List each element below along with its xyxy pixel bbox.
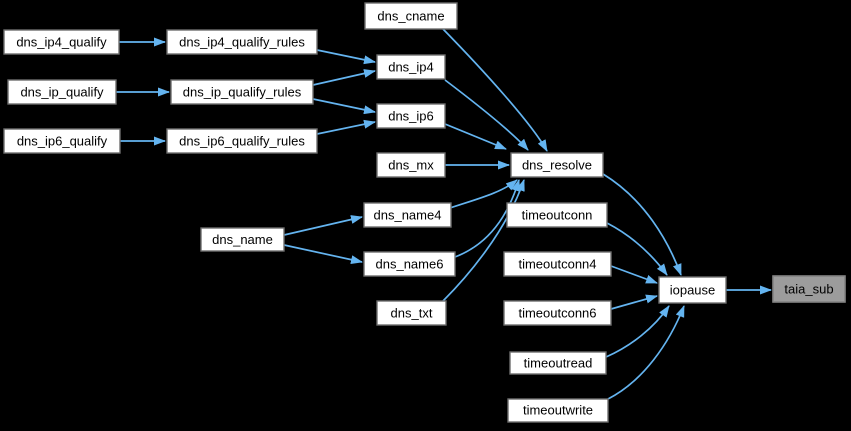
- edge-dns_ip_qualify_rules-dns_ip6: [312, 98, 376, 115]
- edge-timeoutwrite-iopause: [607, 305, 685, 400]
- node-box: [509, 351, 607, 375]
- node-timeoutconn[interactable]: timeoutconn: [506, 202, 608, 228]
- node-dns_ip_qualify[interactable]: dns_ip_qualify: [7, 79, 117, 105]
- node-dns_ip6[interactable]: dns_ip6: [376, 103, 446, 129]
- node-dns_ip6_qualify_rules[interactable]: dns_ip6_qualify_rules: [166, 128, 318, 154]
- node-dns_ip4_qualify_rules[interactable]: dns_ip4_qualify_rules: [166, 29, 318, 55]
- node-dns_name6[interactable]: dns_name6: [363, 251, 456, 277]
- edge-dns_ip6_qualify_rules-dns_ip6: [316, 119, 376, 135]
- node-dns_name[interactable]: dns_name: [200, 227, 285, 252]
- edge-layer: [116, 28, 772, 400]
- edge-dns_txt-dns_resolve: [442, 179, 525, 302]
- edge-timeoutconn-iopause: [606, 222, 668, 276]
- edge-dns_name6-dns_resolve: [454, 179, 521, 258]
- node-box: [376, 54, 446, 80]
- node-box: [200, 227, 285, 252]
- node-box: [510, 152, 604, 178]
- node-box: [376, 300, 447, 326]
- node-box: [170, 79, 314, 105]
- node-box: [363, 251, 456, 277]
- edge-dns_ip4_qualify_rules-dns_ip4: [316, 49, 376, 65]
- node-dns_mx[interactable]: dns_mx: [376, 152, 446, 178]
- edge-timeoutconn6-iopause: [610, 294, 658, 310]
- node-label: dns_cname: [377, 9, 444, 24]
- node-label: timeoutconn: [522, 208, 593, 223]
- node-box: [506, 202, 608, 228]
- node-label: dns_name6: [376, 257, 444, 272]
- node-label: timeoutread: [524, 356, 593, 371]
- node-dns_ip6_qualify[interactable]: dns_ip6_qualify: [3, 128, 121, 154]
- edge-timeoutconn4-iopause: [610, 265, 658, 284]
- node-label: dns_resolve: [522, 158, 592, 173]
- edge-timeoutread-iopause: [605, 305, 670, 358]
- node-box: [503, 251, 612, 277]
- node-taia_sub[interactable]: taia_sub: [772, 275, 846, 303]
- node-box: [364, 2, 458, 30]
- node-box: [376, 152, 446, 178]
- edge-dns_name-dns_name4: [283, 215, 363, 236]
- node-box: [166, 29, 318, 55]
- node-timeoutconn4[interactable]: timeoutconn4: [503, 251, 612, 277]
- node-box: [503, 300, 612, 326]
- edge-dns_ip4-dns_resolve: [444, 79, 529, 151]
- node-box: [363, 202, 452, 228]
- node-box: [166, 128, 318, 154]
- node-label: dns_ip_qualify_rules: [183, 85, 302, 100]
- node-box: [3, 29, 120, 55]
- node-box: [7, 79, 117, 105]
- node-box-highlighted: [772, 275, 846, 303]
- node-box: [376, 103, 446, 129]
- node-timeoutwrite[interactable]: timeoutwrite: [507, 398, 609, 423]
- node-dns_ip4[interactable]: dns_ip4: [376, 54, 446, 80]
- node-box: [507, 398, 609, 423]
- node-timeoutread[interactable]: timeoutread: [509, 351, 607, 375]
- node-label: dns_txt: [391, 306, 433, 321]
- node-dns_resolve[interactable]: dns_resolve: [510, 152, 604, 178]
- edge-dns_resolve-iopause: [602, 173, 682, 276]
- node-box: [3, 128, 121, 154]
- node-label: dns_ip4_qualify: [16, 35, 107, 50]
- node-label: dns_ip4_qualify_rules: [179, 35, 305, 50]
- node-label: dns_name4: [374, 208, 442, 223]
- node-label: dns_ip6: [388, 109, 434, 124]
- node-label: dns_ip4: [388, 60, 434, 75]
- edge-dns_name-dns_name6: [283, 244, 363, 265]
- node-label: timeoutwrite: [523, 403, 593, 418]
- node-label: timeoutconn6: [518, 306, 596, 321]
- node-label: iopause: [670, 283, 716, 298]
- node-label: dns_name: [212, 232, 273, 247]
- node-label: timeoutconn4: [518, 257, 596, 272]
- node-timeoutconn6[interactable]: timeoutconn6: [503, 300, 612, 326]
- edge-dns_ip_qualify_rules-dns_ip4: [312, 69, 376, 86]
- node-label: dns_mx: [388, 158, 434, 173]
- node-iopause[interactable]: iopause: [658, 276, 727, 304]
- node-dns_name4[interactable]: dns_name4: [363, 202, 452, 228]
- node-label: dns_ip6_qualify: [17, 134, 108, 149]
- node-dns_ip4_qualify[interactable]: dns_ip4_qualify: [3, 29, 120, 55]
- node-dns_ip_qualify_rules[interactable]: dns_ip_qualify_rules: [170, 79, 314, 105]
- node-dns_txt[interactable]: dns_txt: [376, 300, 447, 326]
- edge-dns_cname-dns_resolve: [442, 28, 548, 152]
- edge-dns_ip6-dns_resolve: [444, 123, 507, 150]
- node-label: dns_ip6_qualify_rules: [179, 134, 305, 149]
- node-dns_cname[interactable]: dns_cname: [364, 2, 458, 30]
- node-box: [658, 276, 727, 304]
- node-label: taia_sub: [784, 282, 833, 297]
- node-label: dns_ip_qualify: [20, 85, 104, 100]
